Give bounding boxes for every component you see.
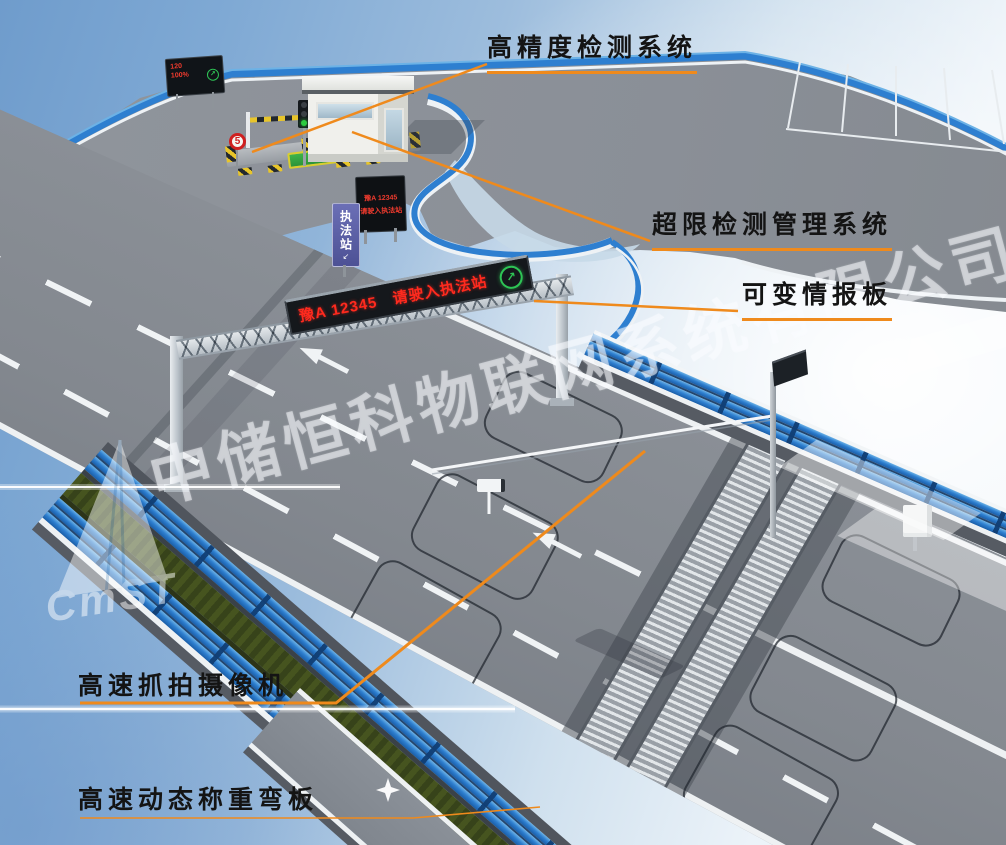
green-circle-arrow-icon: ↗ xyxy=(206,68,220,82)
ramp-led-board: 豫A 12345 请驶入执法站 xyxy=(355,175,407,233)
building-window xyxy=(316,102,374,120)
enforcement-sign-text: 执法站 xyxy=(338,209,353,252)
speed-limit-sign: 5 xyxy=(229,133,246,150)
annotation-high-precision: 高精度检测系统 xyxy=(487,28,698,74)
ramp-led-line2: 请驶入执法站 xyxy=(360,206,403,216)
station-building xyxy=(302,76,485,162)
traffic-light-pole xyxy=(303,126,306,166)
cabinet-leg xyxy=(913,537,917,551)
gantry-pole-left xyxy=(170,336,183,486)
camera-pole-tall xyxy=(770,372,776,537)
annotation-overload-management: 超限检测管理系统 xyxy=(652,205,893,251)
barrier-gate-pole xyxy=(246,112,250,148)
annotation-variable-message-sign: 可变情报板 xyxy=(742,275,893,321)
red-lamp xyxy=(301,101,307,108)
enforcement-station-sign: 执法站 ↙ xyxy=(332,203,360,267)
building-base xyxy=(308,154,408,162)
gantry-pole-right-base xyxy=(550,398,574,406)
building-roof xyxy=(302,76,414,94)
green-lamp xyxy=(301,120,307,127)
board-leg xyxy=(212,92,214,108)
sign-arrow-icon: ↙ xyxy=(342,251,350,261)
sign-leg xyxy=(343,265,346,277)
building-door xyxy=(384,108,404,152)
annotation-speed-capture-camera: 高速抓拍摄像机 xyxy=(78,672,289,700)
board-leg xyxy=(394,228,397,242)
board-leg xyxy=(364,230,367,244)
plaza-led-board: 120 100% ↗ xyxy=(164,55,226,97)
speed-limit-post xyxy=(236,148,238,172)
equipment-cabinet xyxy=(903,505,932,537)
speed-capture-camera xyxy=(477,479,505,492)
annotation-dynamic-weighing-plate: 高速动态称重弯板 xyxy=(78,786,319,814)
green-circle-arrow-icon: ↗ xyxy=(497,263,525,291)
ramp-led-line1: 豫A 12345 xyxy=(364,193,398,203)
board-leg xyxy=(176,94,178,110)
speed-limit-value: 5 xyxy=(234,136,241,147)
yellow-lamp xyxy=(301,110,307,117)
